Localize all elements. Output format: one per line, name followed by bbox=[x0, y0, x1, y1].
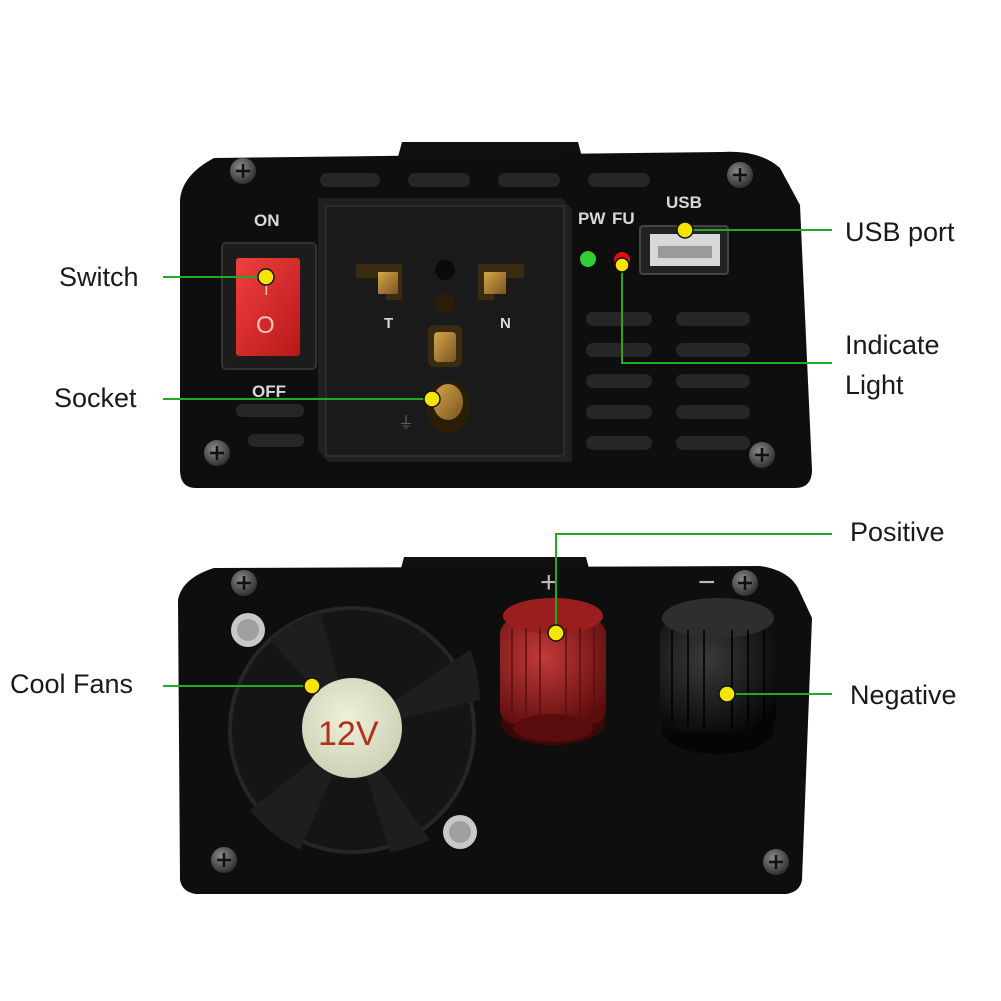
switch-on-label: ON bbox=[254, 211, 280, 230]
screw-icon bbox=[231, 613, 265, 647]
usb-port[interactable] bbox=[639, 225, 729, 275]
marker-dot-icon bbox=[423, 390, 441, 408]
socket-callout: Socket bbox=[54, 383, 137, 413]
front-panel: ON | O OFF T bbox=[180, 142, 812, 489]
positive-leader bbox=[555, 533, 832, 633]
vent-slot-icon bbox=[320, 173, 380, 187]
usb-label: USB bbox=[666, 193, 702, 212]
usb-port-callout: USB port bbox=[845, 217, 955, 247]
switch-off-label: OFF bbox=[252, 382, 286, 401]
positive-terminal[interactable] bbox=[500, 598, 606, 745]
universal-socket[interactable]: T N ⏚ bbox=[318, 198, 572, 462]
switch-callout: Switch bbox=[59, 262, 139, 292]
screw-icon bbox=[211, 847, 237, 873]
marker-dot-icon bbox=[547, 624, 565, 642]
cool-fans-callout: Cool Fans bbox=[10, 669, 134, 699]
positive-mark: + bbox=[540, 566, 558, 599]
screw-icon bbox=[732, 570, 758, 596]
pw-led bbox=[580, 251, 596, 267]
screw-icon bbox=[204, 440, 230, 466]
callout-markers bbox=[257, 221, 736, 703]
positive-callout: Positive bbox=[850, 517, 945, 547]
screw-icon bbox=[763, 849, 789, 875]
socket-earth-mark: ⏚ bbox=[398, 413, 414, 432]
marker-dot-icon bbox=[303, 677, 321, 695]
vent-slot-icon bbox=[248, 434, 304, 447]
negative-callout: Negative bbox=[850, 680, 957, 710]
switch-off-mark: O bbox=[256, 312, 275, 339]
screw-icon bbox=[230, 158, 256, 184]
front-right-vents bbox=[586, 312, 750, 450]
marker-dot-icon bbox=[257, 268, 275, 286]
fan-icon: 12V bbox=[228, 606, 480, 854]
socket-n-mark: N bbox=[500, 315, 511, 332]
marker-dot-icon bbox=[614, 257, 630, 273]
socket-l-mark: T bbox=[384, 315, 393, 332]
pw-label: PW bbox=[578, 209, 606, 228]
vent-slot-icon bbox=[588, 173, 650, 187]
vent-slot-icon bbox=[236, 404, 304, 417]
marker-dot-icon bbox=[718, 685, 736, 703]
marker-dot-icon bbox=[676, 221, 694, 239]
vent-slot-icon bbox=[408, 173, 470, 187]
screw-icon bbox=[749, 442, 775, 468]
screw-icon bbox=[727, 162, 753, 188]
fan-voltage-label: 12V bbox=[318, 715, 379, 753]
negative-mark: − bbox=[698, 566, 716, 599]
fan-hub-label bbox=[302, 678, 402, 778]
indicate-light-leader bbox=[621, 265, 832, 364]
indicate-light-callout-line1: Indicate bbox=[845, 330, 940, 360]
callout-leaders bbox=[163, 229, 832, 695]
rear-panel: 12V + − bbox=[178, 557, 812, 894]
screw-icon bbox=[443, 815, 477, 849]
fu-label: FU bbox=[612, 209, 635, 228]
screw-icon bbox=[231, 570, 257, 596]
front-top-vents bbox=[320, 173, 650, 187]
indicate-light-callout-line2: Light bbox=[845, 370, 904, 400]
vent-slot-icon bbox=[498, 173, 560, 187]
negative-terminal[interactable] bbox=[660, 598, 776, 754]
